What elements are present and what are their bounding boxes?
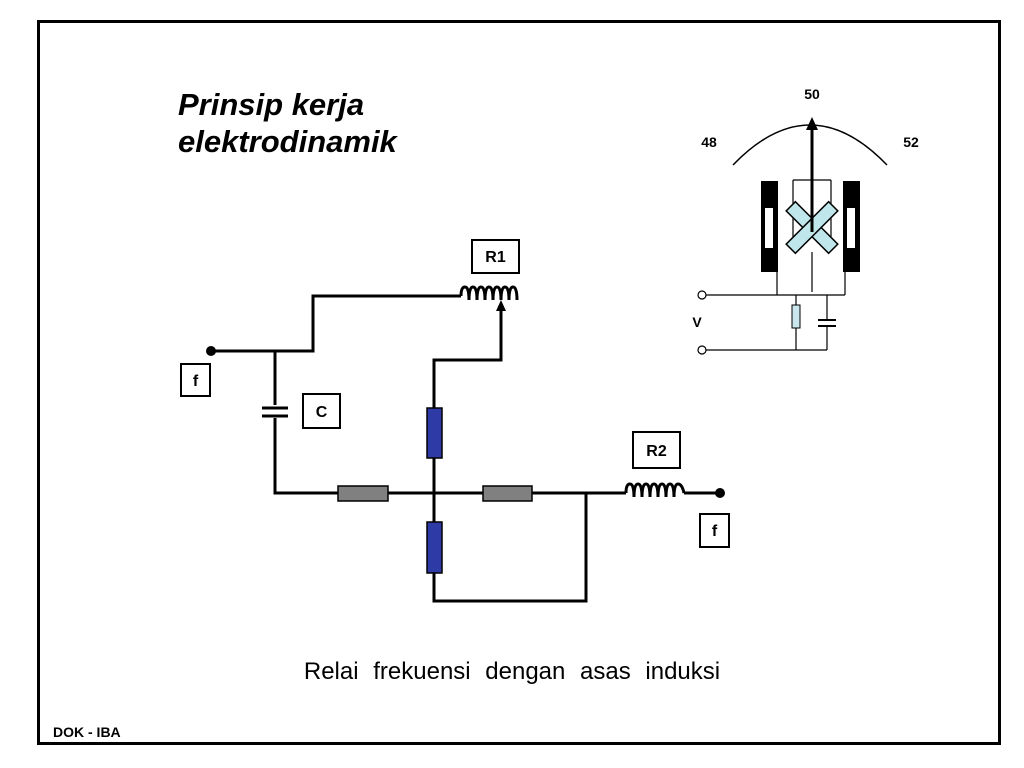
resistor-top-blue bbox=[426, 407, 443, 459]
scale-label-right: 52 bbox=[903, 134, 919, 150]
title-line-1: Prinsip kerja bbox=[178, 87, 365, 122]
slide-title: Prinsip kerja elektrodinamik bbox=[178, 86, 397, 160]
resistor-r2-coil bbox=[624, 482, 686, 498]
meter-resistor bbox=[791, 304, 801, 329]
capacitor-c bbox=[262, 406, 288, 418]
terminal-f-output bbox=[715, 488, 725, 498]
wire-input-to-r1 bbox=[211, 294, 461, 353]
resistor-bottom-blue bbox=[426, 521, 443, 574]
scale-label-left: 48 bbox=[701, 134, 717, 150]
meter-terminal-bottom bbox=[697, 345, 707, 355]
slide-footer: DOK - IBA bbox=[53, 724, 121, 740]
title-line-2: elektrodinamik bbox=[178, 124, 397, 159]
wire-bridge-to-wiper bbox=[432, 310, 503, 408]
label-f-output: f bbox=[699, 513, 730, 548]
resistor-left-gray bbox=[337, 485, 389, 502]
label-r2: R2 bbox=[632, 431, 681, 469]
circuit-wires bbox=[206, 294, 725, 603]
label-f-input: f bbox=[180, 363, 211, 397]
bridge-resistors bbox=[337, 407, 533, 574]
svg-text:R2: R2 bbox=[646, 443, 667, 460]
meter-scale-arc bbox=[732, 124, 888, 166]
scale-label-center: 50 bbox=[804, 86, 820, 102]
meter-voltage-label: V bbox=[692, 314, 702, 330]
resistor-r1-coil bbox=[459, 285, 519, 311]
label-r1: R1 bbox=[471, 239, 520, 274]
svg-text:f: f bbox=[712, 523, 718, 540]
frequency-meter: 50 48 52 V bbox=[692, 86, 919, 355]
meter-terminal-top bbox=[697, 290, 707, 300]
resistor-right-gray bbox=[482, 485, 533, 502]
wire-capacitor-to-bridge bbox=[273, 418, 338, 495]
svg-text:f: f bbox=[193, 373, 199, 390]
meter-pointer-arrow bbox=[806, 117, 818, 130]
slide-frame bbox=[37, 20, 1001, 745]
svg-text:R1: R1 bbox=[485, 249, 506, 266]
label-capacitor-c: C bbox=[302, 393, 341, 429]
svg-text:C: C bbox=[316, 404, 328, 421]
slide-caption: Relai frekuensi dengan asas induksi bbox=[303, 658, 721, 685]
wire-bridge-return bbox=[432, 493, 588, 603]
